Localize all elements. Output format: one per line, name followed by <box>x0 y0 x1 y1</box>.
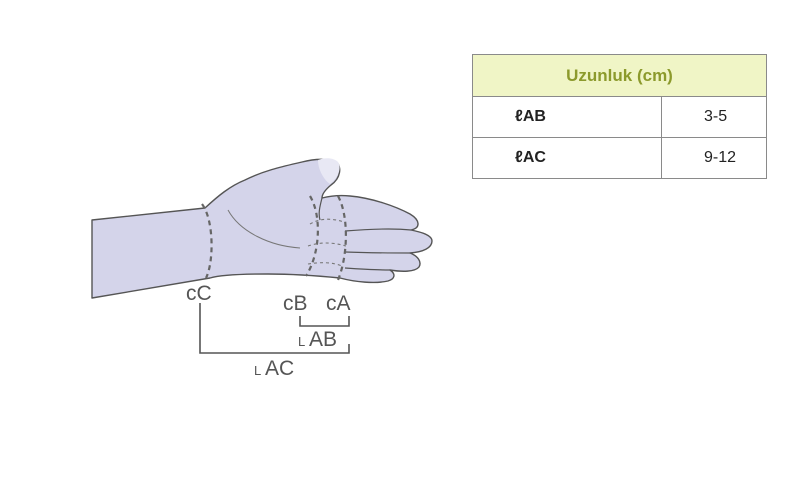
row-value-lac: 9-12 <box>661 137 767 179</box>
row-value-lab: 3-5 <box>661 96 767 138</box>
label-cC: cC <box>186 282 212 305</box>
label-lAB: AB <box>309 328 337 351</box>
label-cB: cB <box>283 292 308 315</box>
glove-knuckle-curves <box>307 218 347 267</box>
label-cA: cA <box>326 292 351 315</box>
table-header-row: Uzunluk (cm) <box>472 54 767 97</box>
row-label-lac: ℓAC <box>472 137 662 179</box>
thumb-tip-highlight <box>318 158 340 184</box>
size-table: Uzunluk (cm) ℓAB 3-5 ℓAC 9-12 <box>472 54 767 179</box>
table-row: ℓAC 9-12 <box>472 137 767 179</box>
label-lAC-prefix: L <box>254 363 261 378</box>
table-row: ℓAB 3-5 <box>472 96 767 138</box>
bracket-AC <box>199 303 350 354</box>
table-header: Uzunluk (cm) <box>472 54 767 97</box>
bracket-AB <box>299 316 350 327</box>
palm-crease <box>227 209 301 249</box>
label-lAC: AC <box>265 357 294 380</box>
glove-edge-palm-cB <box>305 195 319 277</box>
finger-lines <box>318 197 412 271</box>
label-lAB-prefix: L <box>298 334 305 349</box>
row-label-lab: ℓAB <box>472 96 662 138</box>
glove-edge-wrist-cC <box>201 203 213 279</box>
